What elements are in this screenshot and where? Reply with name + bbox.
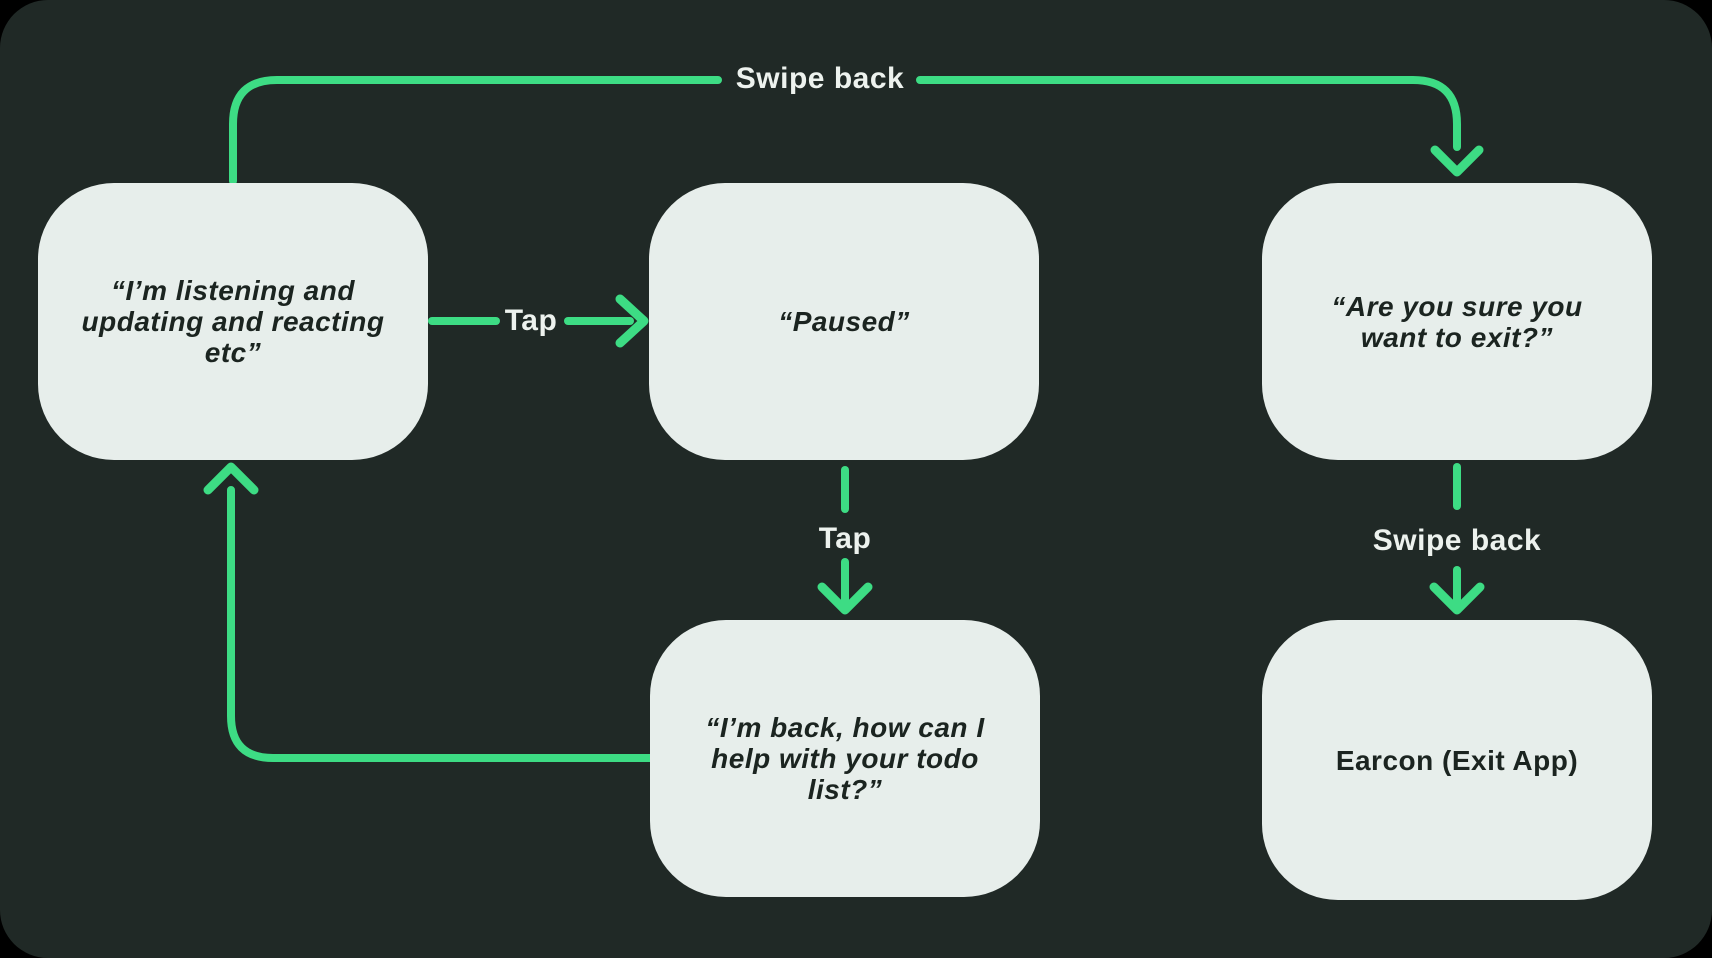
node-paused: “Paused” xyxy=(649,183,1039,460)
node-back-help: “I’m back, how can I help with your todo… xyxy=(650,620,1040,897)
node-back-help-text: “I’m back, how can I help with your todo… xyxy=(705,712,985,805)
arrow-down-icon xyxy=(817,582,873,615)
arrow-down-icon xyxy=(1429,582,1485,615)
edge-tap-vertical xyxy=(817,466,873,615)
node-confirm-exit: “Are you sure you want to exit?” xyxy=(1262,183,1652,460)
edge-label-swipe-back-vertical: Swipe back xyxy=(1372,524,1542,557)
edge-label-tap-vertical: Tap xyxy=(818,522,872,555)
node-earcon-exit: Earcon (Exit App) xyxy=(1262,620,1652,900)
arrow-up-icon xyxy=(203,462,259,495)
edge-swipe-back-top xyxy=(229,76,1484,185)
edge-tap-horizontal xyxy=(428,294,649,348)
node-listening: “I’m listening and updating and reacting… xyxy=(38,183,428,460)
node-paused-text: “Paused” xyxy=(778,306,910,337)
arrow-down-icon xyxy=(1430,145,1484,177)
edge-label-tap-horizontal: Tap xyxy=(504,304,558,337)
node-confirm-exit-text: “Are you sure you want to exit?” xyxy=(1331,290,1583,353)
edge-swipe-back-vertical xyxy=(1429,463,1485,615)
node-earcon-exit-text: Earcon (Exit App) xyxy=(1335,744,1579,776)
edge-loop-back xyxy=(203,462,654,762)
arrow-right-icon xyxy=(615,294,649,348)
edge-label-swipe-back-top: Swipe back xyxy=(735,62,905,95)
node-listening-text: “I’m listening and updating and reacting… xyxy=(81,275,385,368)
